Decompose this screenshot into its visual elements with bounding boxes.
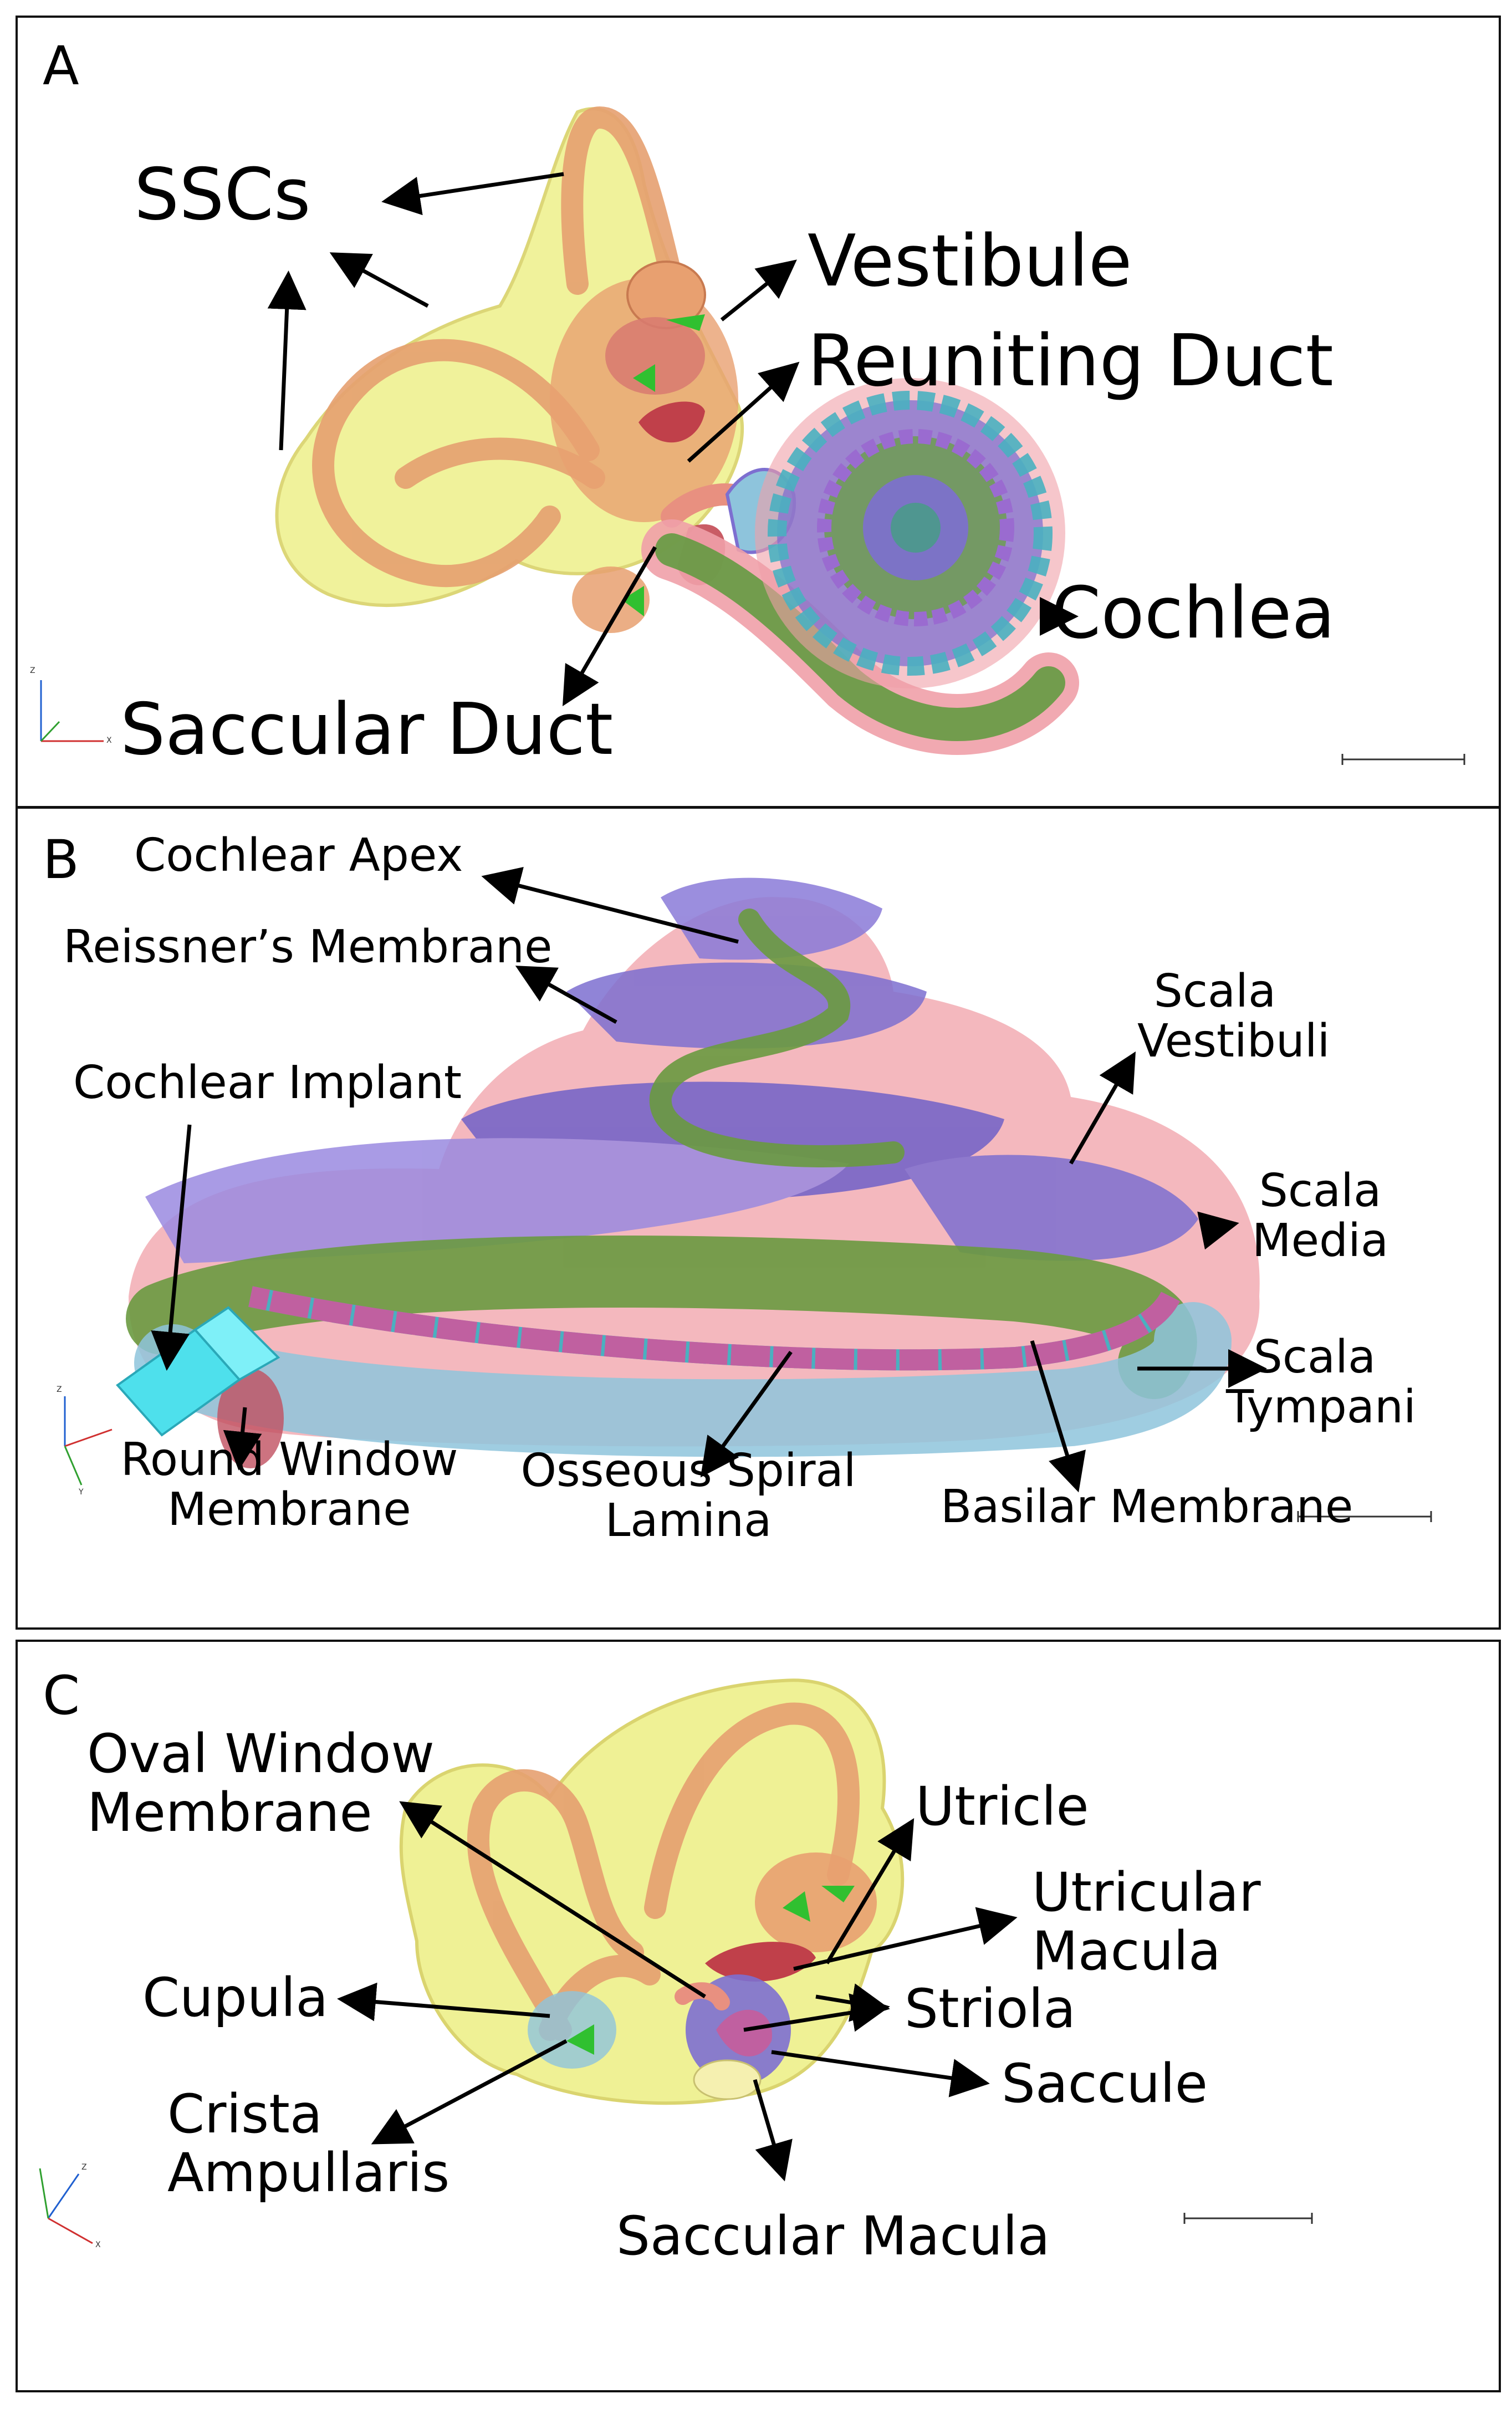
label-scala-vestibuli-line1: Scala (1153, 965, 1276, 1018)
axis-label-x: X (106, 736, 112, 745)
scale-bar-c (1183, 2213, 1313, 2224)
label-cochlear-implant: Cochlear Implant (73, 1057, 462, 1109)
label-scala-vestibuli: Scala Vestibuli (1137, 965, 1330, 1068)
label-oval-window-line2: Membrane (87, 1781, 372, 1844)
label-cochlear-apex: Cochlear Apex (134, 829, 463, 882)
label-osseous-line1: Osseous Spiral (520, 1445, 856, 1497)
cochlea-spiral (641, 378, 1079, 755)
axis-triad-c (39, 2168, 93, 2244)
label-oval-window-membrane: Oval Window Membrane (87, 1723, 435, 1844)
panel-a: A SSCs Vestibule Reuniting Duct Cochlea … (16, 16, 1501, 808)
label-round-window-membrane: Round Window Membrane (101, 1435, 478, 1535)
cochlea-turns (145, 877, 1198, 1263)
axis-label-z-b: Z (57, 1385, 62, 1394)
panel-letter-b: B (43, 829, 79, 891)
panel-c-illustration (39, 1678, 1313, 2244)
label-scala-media-line2: Media (1252, 1214, 1389, 1268)
label-saccular-macula: Saccular Macula (616, 2205, 1050, 2267)
label-crista-ampullaris: Crista Ampullaris (167, 2085, 449, 2202)
label-scala-vestibuli-line2: Vestibuli (1137, 1015, 1330, 1068)
panel-c-arrows (337, 1801, 1018, 2182)
axis-label-x-c: X (95, 2240, 101, 2249)
panel-letter-a: A (43, 35, 79, 97)
scale-bar-b (1297, 1511, 1432, 1522)
label-reissners-membrane: Reissner’s Membrane (63, 921, 553, 973)
label-utricular-macula-line2: Macula (1032, 1920, 1221, 1982)
axis-label-z: Z (30, 666, 35, 675)
label-scala-media-line1: Scala (1259, 1165, 1382, 1217)
axis-triad-a (40, 680, 104, 742)
axis-label-z-c: Z (81, 2163, 87, 2172)
label-utricle: Utricle (916, 1775, 1089, 1838)
label-crista-line2: Ampullaris (167, 2141, 450, 2204)
panel-letter-c: C (43, 1665, 80, 1727)
axis-triad-b (64, 1396, 113, 1486)
label-round-window-line2: Membrane (167, 1483, 411, 1537)
panel-c: C Oval Window Membrane Utricle Utricular… (16, 1640, 1501, 2392)
label-vestibule: Vestibule (808, 220, 1132, 303)
label-cochlea: Cochlea (1051, 572, 1335, 655)
scala-tympani-tube (134, 1302, 1232, 1457)
label-scala-media: Scala Media (1248, 1166, 1392, 1266)
label-round-window-line1: Round Window (120, 1433, 458, 1486)
label-scala-tympani-line1: Scala (1253, 1331, 1376, 1384)
axis-label-y-b: Y (79, 1488, 84, 1497)
segment-strip (248, 1286, 1180, 1371)
label-scala-tympani: Scala Tympani (1226, 1331, 1416, 1434)
panel-a-illustration (40, 106, 1465, 765)
panel-a-arrows (267, 172, 1079, 707)
label-sscs: SSCs (134, 154, 311, 236)
label-cupula: Cupula (142, 1967, 329, 2029)
panel-b-arrows (151, 866, 1267, 1493)
panel-b-illustration (64, 866, 1432, 1522)
scale-bar-a (1341, 754, 1465, 765)
label-oval-window-line1: Oval Window (87, 1723, 435, 1785)
label-crista-line1: Crista (167, 2083, 323, 2145)
label-utricular-macula: Utricular Macula (1032, 1861, 1261, 1982)
label-basilar-membrane: Basilar Membrane (941, 1481, 1353, 1533)
label-osseous-spiral-lamina: Osseous Spiral Lamina (517, 1446, 860, 1546)
label-saccular-duct: Saccular Duct (120, 688, 614, 771)
panel-b: B Cochlear Apex Reissner’s Membrane Coch… (16, 807, 1501, 1630)
label-reuniting-duct: Reuniting Duct (808, 320, 1334, 402)
label-striola: Striola (905, 1978, 1076, 2040)
label-saccule: Saccule (1002, 2053, 1208, 2115)
label-scala-tympani-line2: Tympani (1226, 1381, 1416, 1434)
label-utricular-macula-line1: Utricular (1032, 1861, 1261, 1923)
label-osseous-line2: Lamina (605, 1494, 772, 1548)
